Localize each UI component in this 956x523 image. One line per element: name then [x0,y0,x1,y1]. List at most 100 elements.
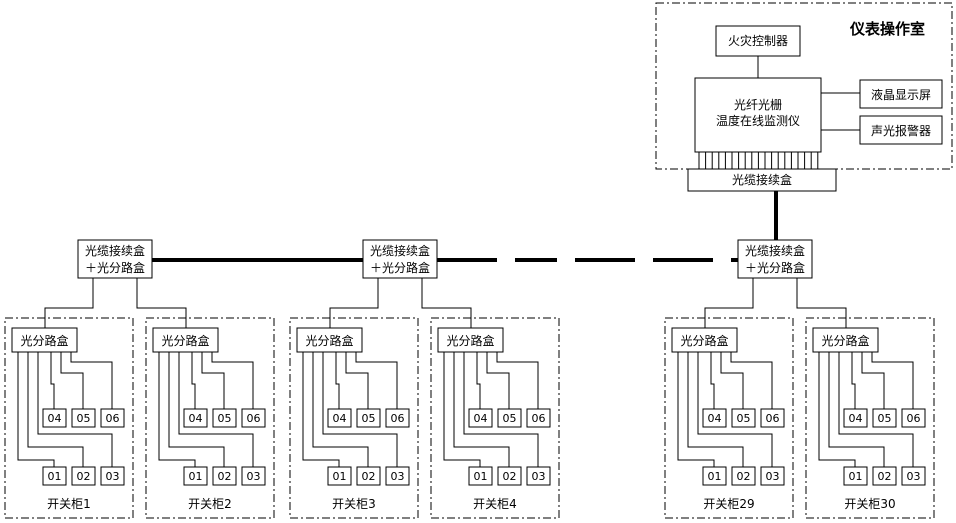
cabinet-frame [664,317,794,519]
port-label: 06 [766,412,780,425]
splitter-box [152,327,219,353]
port-label: 05 [77,412,91,425]
fiber-route [158,352,196,467]
splitter-label: 光分路盒 [446,333,494,348]
port-box [468,408,493,428]
port-box [100,408,125,428]
port-label: 04 [333,412,347,425]
port-label: 02 [878,470,892,483]
port-box [526,408,551,428]
fiber-route [37,352,113,467]
lcd-screen-label: 液晶显示屏 [871,87,931,102]
port-box [183,408,208,428]
port-box [42,408,67,428]
fiber-route [27,352,84,467]
port-label: 03 [391,470,405,483]
port-box [760,466,785,486]
fiber-route [355,352,398,409]
fiber-route [828,352,885,467]
cabinet-frame [289,317,419,519]
splitter-box [671,327,738,353]
port-label: 01 [333,470,347,483]
port-label: 04 [849,412,863,425]
branch-connector [44,278,94,328]
port-label: 03 [907,470,921,483]
fiber-route [730,352,773,409]
fiber-route [17,352,55,467]
port-box [702,466,727,486]
splitter-box [296,327,363,353]
branch-connector [136,278,187,328]
control-room-title: 仪表操作室 [849,20,925,38]
fiber-route [60,352,84,409]
cabinet-frame [430,317,560,519]
port-label: 06 [532,412,546,425]
port-box [356,466,381,486]
junction-label-line2: ＋光分路盒 [745,260,805,275]
junction-1: 光缆接续盒 ＋光分路盒 [77,239,153,279]
port-box [731,466,756,486]
fiber-route [50,352,55,409]
port-box [327,466,352,486]
port-box [212,466,237,486]
port-box [702,408,727,428]
cabinet-label: 开关柜4 [473,497,517,511]
fiber-route [191,352,196,409]
fiber-route [710,352,715,409]
monitor-box [694,77,822,153]
port-label: 02 [503,470,517,483]
lcd-screen-box [859,79,943,109]
port-label: 03 [766,470,780,483]
port-label: 01 [189,470,203,483]
port-box [385,408,410,428]
port-label: 06 [907,412,921,425]
junction-box [737,239,813,279]
port-label: 03 [106,470,120,483]
fiber-bundle [698,152,819,169]
fiber-route [201,352,225,409]
cabinet-label: 开关柜3 [332,497,376,511]
branch-connector [329,278,379,328]
port-label: 03 [247,470,261,483]
splitter-label: 光分路盒 [305,333,353,348]
fiber-route [871,352,914,409]
cabinet-label: 开关柜2 [188,497,232,511]
port-label: 06 [391,412,405,425]
port-label: 01 [474,470,488,483]
port-label: 01 [849,470,863,483]
fiber-route [486,352,510,409]
junction-label-line1: 光缆接续盒 [745,243,805,258]
port-label: 04 [48,412,62,425]
fiber-route [463,352,539,467]
cabinet-label: 开关柜30 [844,497,895,511]
fiber-route [168,352,225,467]
control-cable-box [687,168,837,192]
fiber-route [335,352,340,409]
fiber-route [720,352,744,409]
splitter-label: 光分路盒 [161,333,209,348]
port-label: 01 [708,470,722,483]
port-label: 01 [48,470,62,483]
port-label: 02 [737,470,751,483]
splitter-label: 光分路盒 [680,333,728,348]
port-box [183,466,208,486]
cabinet-frame [4,317,134,519]
fiber-route [70,352,113,409]
port-label: 05 [362,412,376,425]
fiber-route [838,352,914,467]
port-box [468,466,493,486]
junction-label-line1: 光缆接续盒 [85,243,145,258]
control-cable-box-label: 光缆接续盒 [732,172,792,187]
cabinet-frame [145,317,275,519]
port-box [901,408,926,428]
port-label: 04 [708,412,722,425]
junction-label-line2: ＋光分路盒 [370,260,430,275]
fiber-route [178,352,254,467]
port-label: 02 [77,470,91,483]
port-label: 04 [474,412,488,425]
fiber-route [496,352,539,409]
port-box [497,466,522,486]
